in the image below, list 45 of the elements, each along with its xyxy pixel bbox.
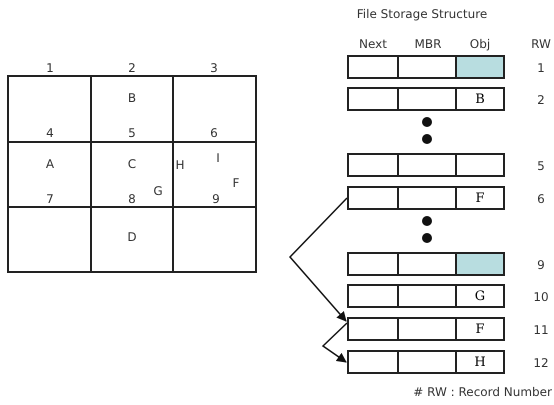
grid-point-number: 7 — [46, 193, 54, 205]
record-row — [347, 153, 505, 177]
object-letter: A — [46, 158, 54, 170]
footnote: # RW : Record Number — [413, 386, 552, 398]
column-header: MBR — [414, 38, 442, 50]
record-row — [347, 350, 505, 374]
arrow — [288, 197, 348, 322]
record-row — [347, 252, 505, 276]
object-letter: C — [128, 158, 136, 170]
grid-point-number: 9 — [212, 193, 220, 205]
grid-point-number: 4 — [46, 127, 54, 139]
object-letter: B — [128, 92, 136, 104]
record-number: 6 — [537, 193, 545, 205]
column-header: Next — [359, 38, 387, 50]
object-letter: F — [475, 322, 485, 336]
object-letter: H — [175, 159, 185, 171]
object-letter: G — [153, 185, 163, 197]
grid-point-number: 3 — [210, 62, 218, 74]
record-number: 12 — [533, 357, 549, 369]
record-number: 9 — [537, 259, 545, 271]
object-letter: F — [475, 190, 485, 206]
grid-point-number: 6 — [210, 127, 218, 139]
record-number: 5 — [537, 160, 545, 172]
arrow — [322, 322, 348, 363]
grid-point-number: 5 — [128, 127, 136, 139]
record-row — [347, 186, 505, 210]
record-number: 2 — [537, 94, 545, 106]
record-number: 1 — [537, 62, 545, 74]
object-letter: H — [474, 354, 486, 370]
grid-point-number: 8 — [128, 193, 136, 205]
record-row — [347, 87, 505, 111]
record-row — [347, 317, 505, 341]
object-letter: G — [474, 288, 486, 304]
grid-point-number: 1 — [46, 62, 54, 74]
column-header: RW — [531, 38, 551, 50]
object-letter: B — [475, 92, 485, 106]
object-letter: F — [232, 177, 240, 189]
object-letter: I — [216, 152, 220, 164]
grid-point-number: 2 — [128, 62, 136, 74]
record-row — [347, 55, 505, 79]
diagram-title: File Storage Structure — [356, 8, 488, 20]
record-number: 10 — [533, 291, 549, 303]
record-row — [347, 284, 505, 308]
object-letter: D — [127, 231, 137, 243]
record-number: 11 — [533, 324, 549, 336]
